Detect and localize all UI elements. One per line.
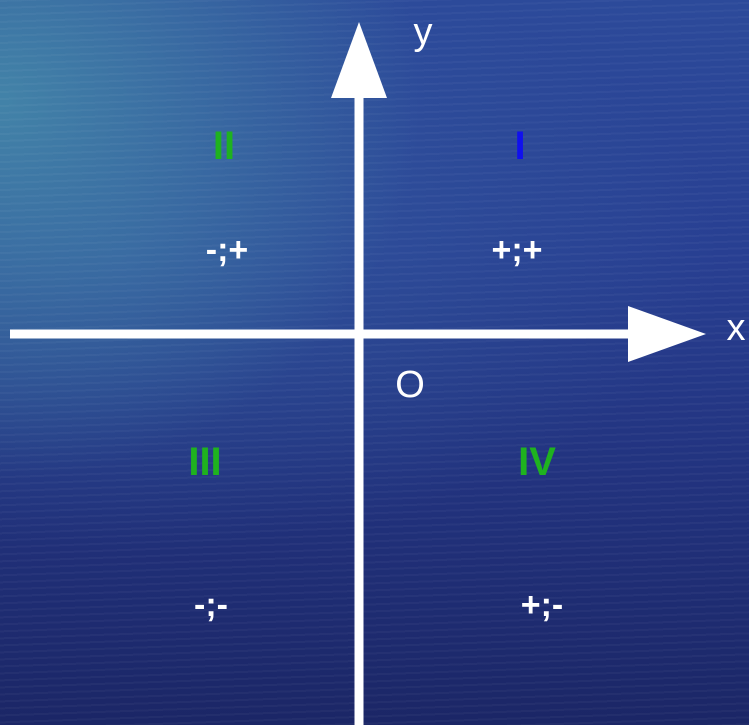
quadrant-iv-signs: +;-: [521, 588, 564, 622]
quadrant-i-numeral: I: [514, 126, 525, 166]
quadrant-iv-numeral: IV: [518, 442, 556, 482]
x-axis-arrowhead: [628, 306, 706, 362]
origin-label: O: [395, 366, 425, 404]
quadrant-iii-signs: -;-: [194, 588, 228, 622]
x-axis-label: x: [727, 309, 746, 347]
quadrant-i-signs: +;+: [491, 233, 542, 267]
y-axis-arrowhead: [331, 22, 387, 98]
quadrant-ii-numeral: II: [213, 126, 235, 166]
y-axis-label: y: [414, 13, 433, 51]
quadrant-ii-signs: -;+: [206, 233, 249, 267]
quadrant-iii-numeral: III: [188, 442, 221, 482]
